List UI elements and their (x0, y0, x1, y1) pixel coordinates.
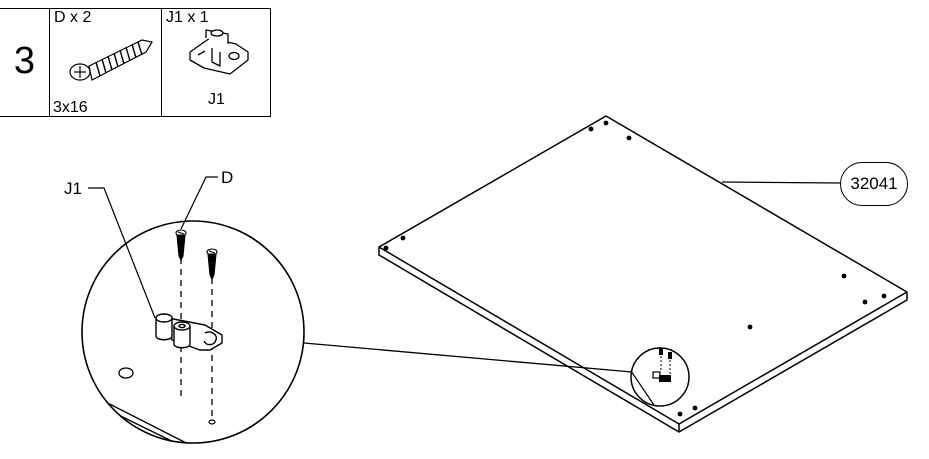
screw-d-1 (175, 229, 187, 262)
clip-part-label: J1 (208, 91, 225, 108)
callout-j1: J1 (64, 179, 82, 198)
part-code-bubble: 32041 (840, 162, 908, 206)
screw-size-label: 3x16 (53, 99, 88, 116)
cam-clip-icon (189, 29, 249, 75)
parts-list-box: 3 D x 2 3x16 J1 x 1 J1 (0, 8, 271, 117)
detail-leader-line (303, 342, 633, 373)
cam-clip-j1 (155, 313, 223, 351)
detail-marker-circle (630, 347, 690, 407)
panel-holes (383, 120, 887, 417)
magnified-detail-circle (81, 176, 305, 444)
clip-cell: J1 x 1 J1 (162, 9, 271, 116)
panel-board (378, 115, 908, 433)
screw-cell: D x 2 3x16 (50, 9, 162, 116)
screw-quantity-label: D x 2 (54, 9, 92, 26)
part-code-leader (721, 181, 841, 184)
step-cell: 3 (0, 9, 50, 116)
step-number: 3 (13, 40, 36, 82)
callout-d: D (221, 168, 234, 187)
clip-quantity-label: J1 x 1 (166, 9, 209, 26)
screw-d-2 (206, 248, 218, 281)
screw-icon (69, 39, 153, 81)
